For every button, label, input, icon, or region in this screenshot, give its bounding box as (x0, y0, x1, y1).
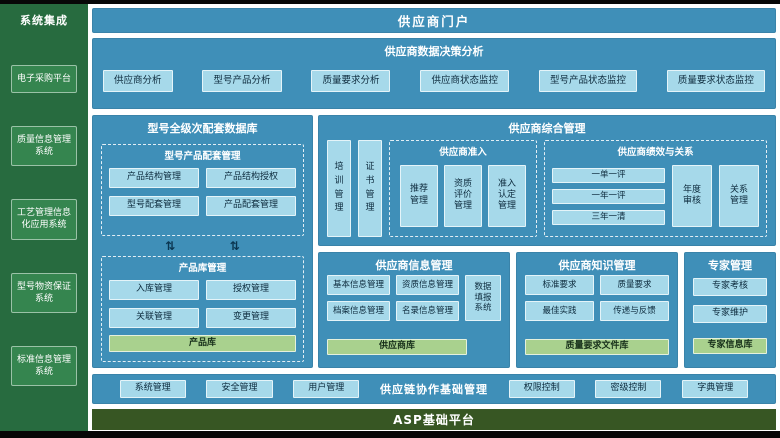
supplier-portal-title: 供应商门户 (397, 14, 471, 29)
module-security-mgmt: 安全管理 (206, 380, 273, 398)
sidebar-item-material-assurance-system: 型号物资保证系统 (11, 272, 77, 313)
expert-mgmt-title: 专家管理 (708, 259, 752, 272)
module-annual-audit: 年度 审核 (672, 165, 712, 227)
module-archive-info-mgmt: 档案信息管理 (327, 301, 390, 321)
decision-analysis-modules: 供应商分析 型号产品分析 质量要求分析 供应商状态监控 型号产品状态监控 质量要… (93, 59, 775, 92)
module-certificate-mgmt: 证 书 管 理 (358, 140, 382, 237)
module-change-mgmt: 变更管理 (206, 308, 296, 328)
sidebar-items: 电子采购平台 质量信息管理系统 工艺管理信息化应用系统 型号物资保证系统 标准信… (0, 30, 88, 431)
module-model-product-analysis: 型号产品分析 (202, 70, 282, 92)
sidebar-item-process-mgmt-system: 工艺管理信息化应用系统 (11, 199, 77, 240)
module-authorization-mgmt: 授权管理 (206, 280, 296, 300)
supplier-knowledge-modules: 标准要求 质量要求 最佳实践 传递与反馈 (525, 275, 669, 321)
module-product-support-mgmt: 产品配套管理 (206, 196, 296, 216)
supplier-knowledge-title: 供应商知识管理 (558, 259, 636, 272)
module-model-support-mgmt: 型号配套管理 (109, 196, 199, 216)
module-quality-requirements: 质量要求 (600, 275, 669, 295)
module-per-order-review: 一单一评 (552, 167, 665, 183)
sidebar-item-e-procurement-platform: 电子采购平台 (11, 64, 77, 94)
sidebar-item-standard-info-system: 标准信息管理系统 (11, 345, 77, 387)
supplier-comprehensive-body: 培 训 管 理 证 书 管 理 供应商准入 推荐 管理 资质 评价 管理 准入 … (327, 140, 767, 237)
module-supplier-analysis: 供应商分析 (103, 70, 173, 92)
module-training-mgmt: 培 训 管 理 (327, 140, 351, 237)
supplier-access-group: 供应商准入 推荐 管理 资质 评价 管理 准入 认定 管理 (389, 140, 537, 237)
model-product-support-group: 型号产品配套管理 产品结构管理 产品结构授权 型号配套管理 产品配套管理 (101, 144, 304, 236)
supplier-performance-group: 供应商绩效与关系 一单一评 一年一评 三年一清 年度 审核 关系 管理 (544, 140, 767, 237)
module-classification-control: 密级控制 (595, 380, 662, 398)
supplier-access-title: 供应商准入 (439, 147, 487, 158)
module-product-structure-mgmt: 产品结构管理 (109, 168, 199, 188)
asp-platform-bar: ASP基础平台 (92, 409, 776, 430)
product-library-group: 产品库管理 入库管理 授权管理 关联管理 变更管理 产品库 (101, 256, 304, 362)
module-three-year-clearing: 三年一清 (552, 209, 665, 225)
module-annual-review: 一年一评 (552, 188, 665, 204)
supplier-portal-bar: 供应商门户 (92, 8, 776, 33)
module-qualification-evaluation-mgmt: 资质 评价 管理 (444, 164, 482, 227)
sync-arrow-icon: ⇅ (229, 239, 240, 253)
supplier-access-modules: 推荐 管理 资质 评价 管理 准入 认定 管理 (390, 158, 536, 236)
product-library-store: 产品库 (109, 335, 296, 352)
quality-requirement-file-library-store: 质量要求文件库 (525, 339, 669, 355)
module-permission-control: 权限控制 (508, 380, 575, 398)
supplier-comprehensive-title: 供应商综合管理 (508, 122, 586, 135)
sidebar-title: 系统集成 (20, 14, 68, 27)
module-data-reporting-system: 数据 填报 系统 (465, 275, 501, 321)
model-support-database-panel: 型号全级次配套数据库 型号产品配套管理 产品结构管理 产品结构授权 型号配套管理… (92, 115, 313, 368)
sidebar-item-quality-info-system: 质量信息管理系统 (11, 126, 77, 167)
module-standard-requirements: 标准要求 (525, 275, 594, 295)
module-dictionary-mgmt: 字典管理 (682, 380, 749, 398)
product-library-modules: 入库管理 授权管理 关联管理 变更管理 (102, 274, 303, 328)
data-exchange-arrows: ⇅ ⇅ (93, 238, 312, 254)
module-directory-info-mgmt: 名录信息管理 (396, 301, 459, 321)
module-association-mgmt: 关联管理 (109, 308, 199, 328)
supplier-info-panel: 供应商信息管理 基本信息管理 资质信息管理 数据 填报 系统 档案信息管理 名录… (318, 252, 510, 368)
supplier-comprehensive-panel: 供应商综合管理 培 训 管 理 证 书 管 理 供应商准入 推荐 管理 资质 评… (318, 115, 776, 246)
module-quality-requirement-analysis: 质量要求分析 (311, 70, 391, 92)
supplier-knowledge-panel: 供应商知识管理 标准要求 质量要求 最佳实践 传递与反馈 质量要求文件库 (516, 252, 678, 368)
module-product-structure-authorization: 产品结构授权 (206, 168, 296, 188)
module-access-approval-mgmt: 准入 认定 管理 (488, 164, 526, 227)
supplier-performance-title: 供应商绩效与关系 (617, 147, 694, 158)
decision-analysis-title: 供应商数据决策分析 (384, 45, 484, 58)
decision-analysis-panel: 供应商数据决策分析 供应商分析 型号产品分析 质量要求分析 供应商状态监控 型号… (92, 38, 776, 109)
top-border (0, 0, 780, 4)
supplier-library-store: 供应商库 (327, 339, 467, 355)
module-recommendation-mgmt: 推荐 管理 (400, 164, 438, 227)
model-product-support-title: 型号产品配套管理 (164, 151, 241, 162)
supplier-performance-modules: 一单一评 一年一评 三年一清 年度 审核 关系 管理 (545, 158, 766, 236)
module-quality-requirement-status-monitor: 质量要求状态监控 (666, 70, 765, 92)
bottom-border (0, 431, 780, 438)
module-inbound-mgmt: 入库管理 (109, 280, 199, 300)
expert-mgmt-panel: 专家管理 专家考核 专家维护 专家信息库 (684, 252, 776, 368)
module-system-mgmt: 系统管理 (119, 380, 186, 398)
module-qualification-info-mgmt: 资质信息管理 (396, 275, 459, 295)
supplier-info-modules: 基本信息管理 资质信息管理 数据 填报 系统 档案信息管理 名录信息管理 (327, 275, 501, 321)
module-best-practice: 最佳实践 (525, 301, 594, 321)
module-relationship-mgmt: 关系 管理 (719, 165, 759, 227)
model-product-support-modules: 产品结构管理 产品结构授权 型号配套管理 产品配套管理 (102, 162, 303, 216)
module-expert-assessment: 专家考核 (693, 278, 767, 296)
sidebar-system-integration: 系统集成 电子采购平台 质量信息管理系统 工艺管理信息化应用系统 型号物资保证系… (0, 4, 88, 431)
expert-info-library-store: 专家信息库 (693, 338, 767, 354)
model-support-database-title: 型号全级次配套数据库 (147, 122, 258, 135)
product-library-title: 产品库管理 (178, 263, 227, 274)
module-supplier-status-monitor: 供应商状态监控 (420, 70, 509, 92)
module-expert-maintenance: 专家维护 (693, 305, 767, 323)
sync-arrow-icon: ⇅ (165, 239, 176, 253)
supplier-info-title: 供应商信息管理 (375, 259, 453, 272)
performance-review-column: 一单一评 一年一评 三年一清 (552, 167, 665, 225)
module-basic-info-mgmt: 基本信息管理 (327, 275, 390, 295)
supply-chain-base-panel: 系统管理 安全管理 用户管理 供应链协作基础管理 权限控制 密级控制 字典管理 (92, 374, 776, 404)
supply-chain-base-title: 供应链协作基础管理 (379, 383, 488, 396)
module-model-product-status-monitor: 型号产品状态监控 (538, 70, 637, 92)
module-transfer-and-feedback: 传递与反馈 (600, 301, 669, 321)
module-user-mgmt: 用户管理 (293, 380, 360, 398)
